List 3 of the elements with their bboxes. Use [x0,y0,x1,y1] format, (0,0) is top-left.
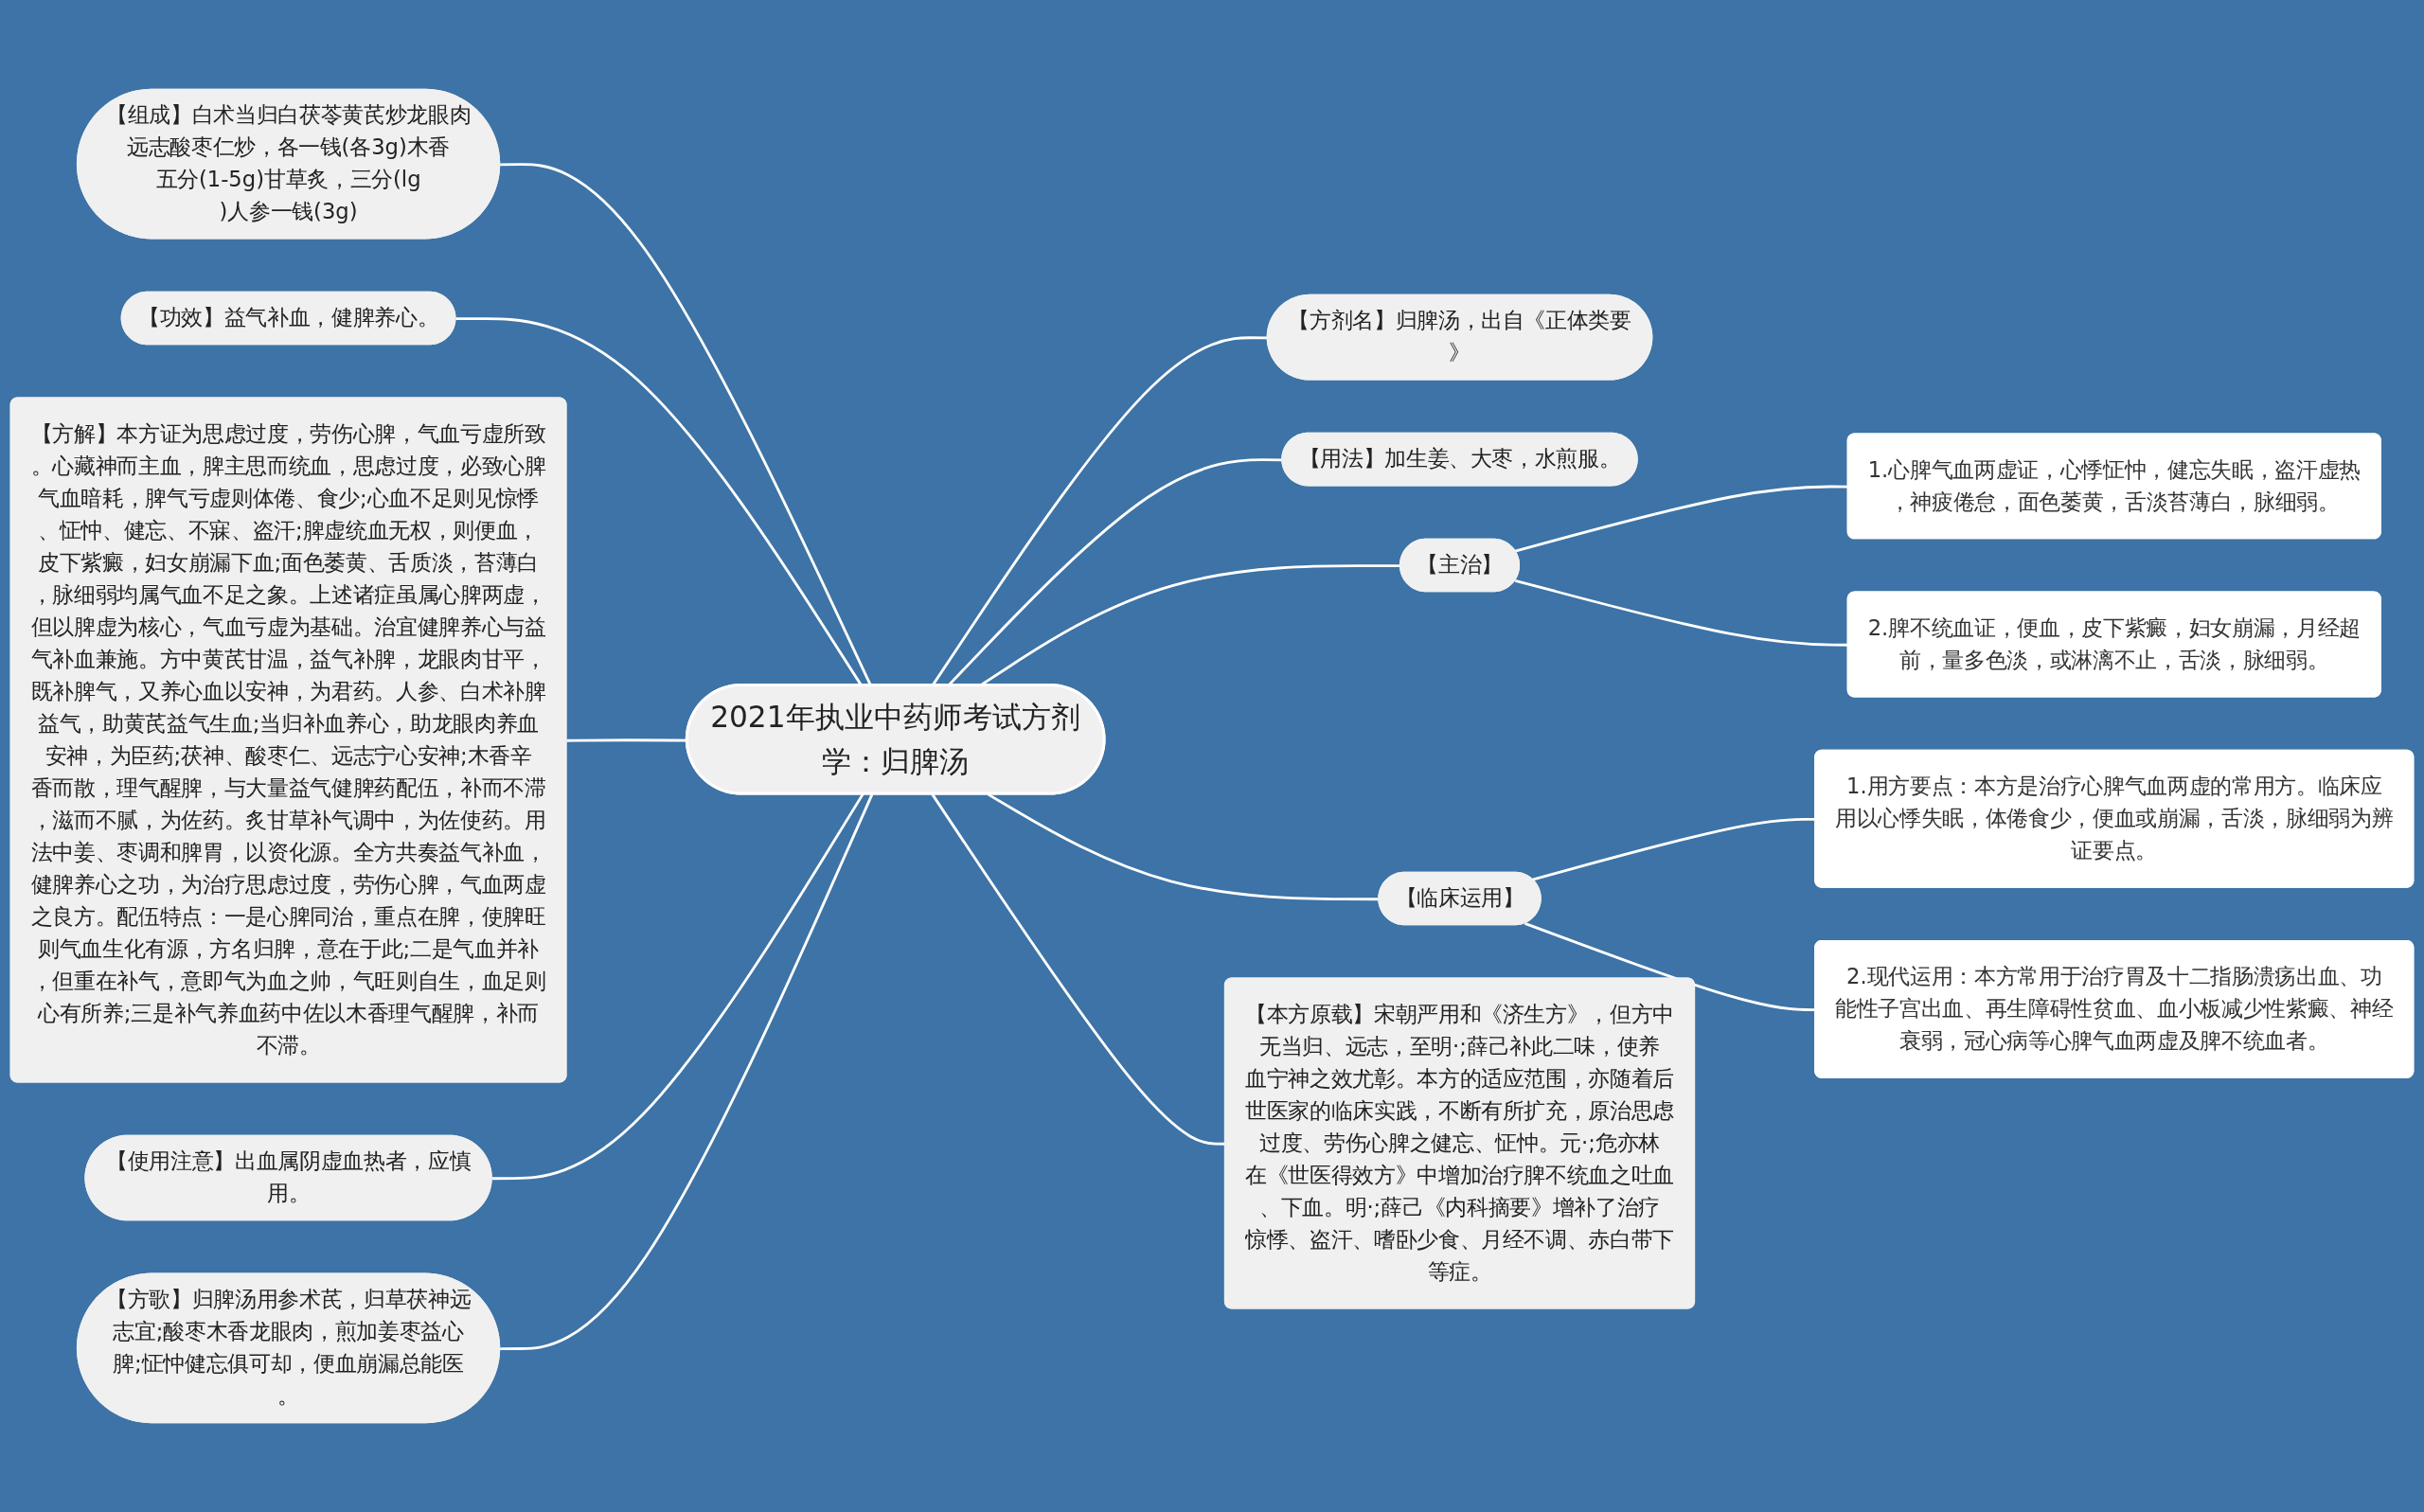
connector [566,738,687,742]
connector [500,793,874,1351]
connector [491,793,864,1181]
